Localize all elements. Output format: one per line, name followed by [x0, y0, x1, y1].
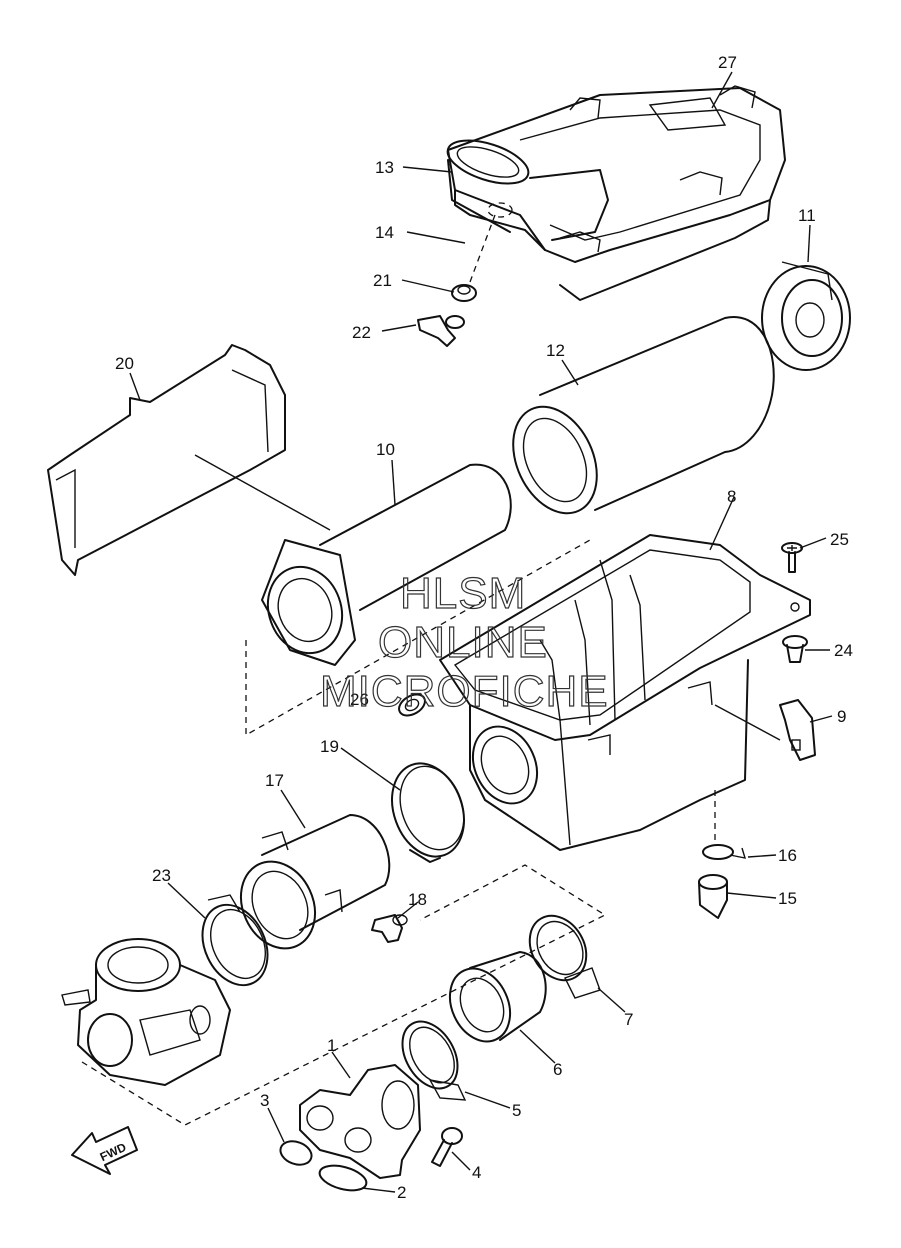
callout-10: 10 — [376, 440, 395, 459]
callout-19: 19 — [320, 737, 339, 756]
part-25-screw — [781, 542, 803, 573]
part-22-drain-elbow — [417, 315, 465, 347]
callout-1: 1 — [327, 1036, 336, 1055]
callout-16: 16 — [778, 846, 797, 865]
part-6-carb-joint — [448, 951, 547, 1043]
callout-8: 8 — [727, 487, 736, 506]
callout-6: 6 — [553, 1060, 562, 1079]
callout-18: 18 — [408, 890, 427, 909]
callout-27: 27 — [718, 53, 737, 72]
callout-4: 4 — [472, 1163, 481, 1182]
part-17-intake-joint — [240, 814, 391, 950]
part-26-hose-fitting — [398, 693, 426, 717]
part-12-filter-element — [512, 315, 775, 515]
part-20-heat-shield — [47, 344, 286, 576]
callout-14: 14 — [375, 223, 394, 242]
callout-3: 3 — [260, 1091, 269, 1110]
watermark-line-2: ONLINE — [378, 618, 548, 667]
part-18-elbow — [371, 914, 408, 943]
part-11-end-cap — [761, 261, 851, 371]
part-3-o-ring — [279, 1140, 313, 1166]
callout-22: 22 — [352, 323, 371, 342]
leader-lines — [129, 71, 833, 1193]
callout-15: 15 — [778, 889, 797, 908]
callout-13: 13 — [375, 158, 394, 177]
part-19-band-clamp — [391, 762, 465, 863]
callout-11: 11 — [798, 206, 816, 225]
part-9-clip — [779, 699, 816, 761]
callout-17: 17 — [265, 771, 284, 790]
part-27-airbox-cover — [447, 85, 786, 301]
part-5-clamp — [401, 1020, 467, 1101]
callout-20: 20 — [115, 354, 134, 373]
part-2-gasket — [318, 1164, 368, 1192]
part-21-grommet — [451, 214, 496, 302]
callout-7: 7 — [624, 1010, 633, 1029]
callout-21: 21 — [373, 271, 392, 290]
part-10-inner-filter — [261, 463, 512, 666]
watermark-line-3: MICROFICHE — [320, 667, 609, 716]
part-4-bolt — [431, 1127, 463, 1167]
part-16-spring-clip — [702, 790, 747, 860]
part-8-airbox-case — [439, 534, 811, 851]
part-number-labels: 27 13 14 21 22 11 12 20 10 8 25 24 9 26 … — [115, 53, 853, 1202]
part-23-clamp — [201, 894, 269, 987]
callout-2: 2 — [397, 1183, 406, 1202]
part-13-intake-duct — [446, 139, 609, 241]
part-1-manifold — [299, 1064, 421, 1179]
callout-24: 24 — [834, 641, 853, 660]
part-24-well-nut — [782, 635, 808, 663]
carburetor-assembly — [61, 938, 231, 1086]
callout-26: 26 — [350, 690, 369, 709]
callout-12: 12 — [546, 341, 565, 360]
watermark-line-1: HLSM — [400, 569, 526, 618]
part-15-drain-plug — [698, 874, 728, 919]
callout-25: 25 — [830, 530, 849, 549]
callout-23: 23 — [152, 866, 171, 885]
assembly-guide-lines — [81, 539, 607, 1126]
watermark: HLSM ONLINE MICROFICHE — [319, 568, 609, 716]
callout-9: 9 — [837, 707, 846, 726]
callout-5: 5 — [512, 1101, 521, 1120]
forward-arrow-icon: FWD — [71, 1126, 138, 1175]
